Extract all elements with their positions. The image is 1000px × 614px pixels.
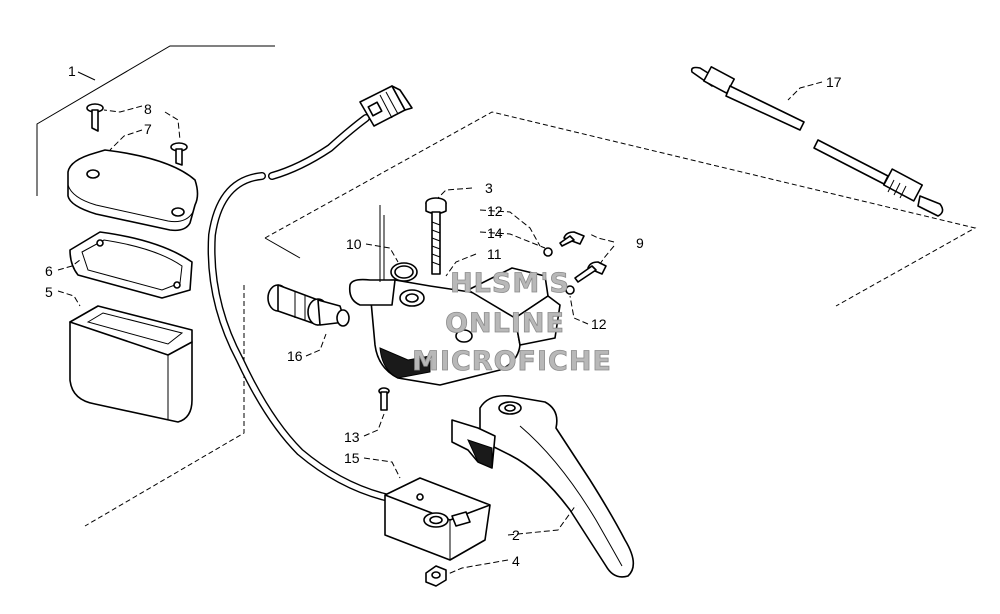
throttle-cable bbox=[690, 66, 944, 217]
callout-9: 9 bbox=[636, 235, 644, 251]
lock-nut bbox=[425, 565, 447, 587]
brake-switch bbox=[267, 284, 350, 327]
callout-12-lower: 12 bbox=[591, 316, 607, 332]
callout-17: 17 bbox=[826, 74, 842, 90]
callout-4: 4 bbox=[512, 553, 520, 569]
callout-11: 11 bbox=[487, 246, 502, 262]
washer-upper bbox=[543, 247, 553, 257]
assembly-boundary-left bbox=[36, 45, 275, 527]
pivot-bolt bbox=[425, 197, 447, 275]
callout-14: 14 bbox=[487, 225, 503, 241]
reservoir-diaphragm bbox=[69, 231, 193, 299]
watermark-line-1: HLSM'S bbox=[450, 268, 570, 299]
assembly-boundary-main bbox=[264, 111, 977, 307]
cover-screw-left bbox=[86, 103, 104, 132]
adjuster-screw bbox=[378, 387, 390, 411]
callout-16: 16 bbox=[287, 348, 303, 364]
watermark-line-2: ONLINE bbox=[445, 308, 565, 339]
washer-lower bbox=[565, 285, 575, 295]
callout-7: 7 bbox=[144, 121, 152, 137]
o-ring bbox=[390, 262, 418, 282]
cover-screw-right bbox=[170, 142, 188, 166]
callout-10: 10 bbox=[346, 236, 362, 252]
wire-connector bbox=[359, 85, 413, 127]
callout-2: 2 bbox=[512, 527, 520, 543]
pivot-screw-lower bbox=[574, 261, 607, 283]
callout-6: 6 bbox=[45, 263, 53, 279]
watermark: HLSM'S ONLINE MICROFICHE bbox=[412, 268, 612, 378]
leader-lines bbox=[57, 71, 823, 575]
callout-1: 1 bbox=[68, 63, 76, 79]
brake-hose bbox=[207, 114, 402, 504]
lever-block bbox=[384, 477, 491, 561]
callout-labels: 1 8 7 6 5 3 12 14 9 10 11 12 16 13 15 2 … bbox=[45, 63, 842, 569]
callout-13: 13 bbox=[344, 429, 360, 445]
brake-lever bbox=[451, 394, 635, 578]
callout-8: 8 bbox=[144, 101, 152, 117]
watermark-line-3: MICROFICHE bbox=[412, 346, 612, 377]
callout-15: 15 bbox=[344, 450, 360, 466]
callout-12-upper: 12 bbox=[487, 203, 503, 219]
reservoir-cover bbox=[67, 149, 199, 232]
master-cylinder-body bbox=[348, 205, 561, 386]
callout-3: 3 bbox=[485, 180, 493, 196]
fluid-reservoir bbox=[69, 305, 193, 423]
callout-5: 5 bbox=[45, 284, 53, 300]
pivot-screw-upper bbox=[559, 231, 585, 247]
